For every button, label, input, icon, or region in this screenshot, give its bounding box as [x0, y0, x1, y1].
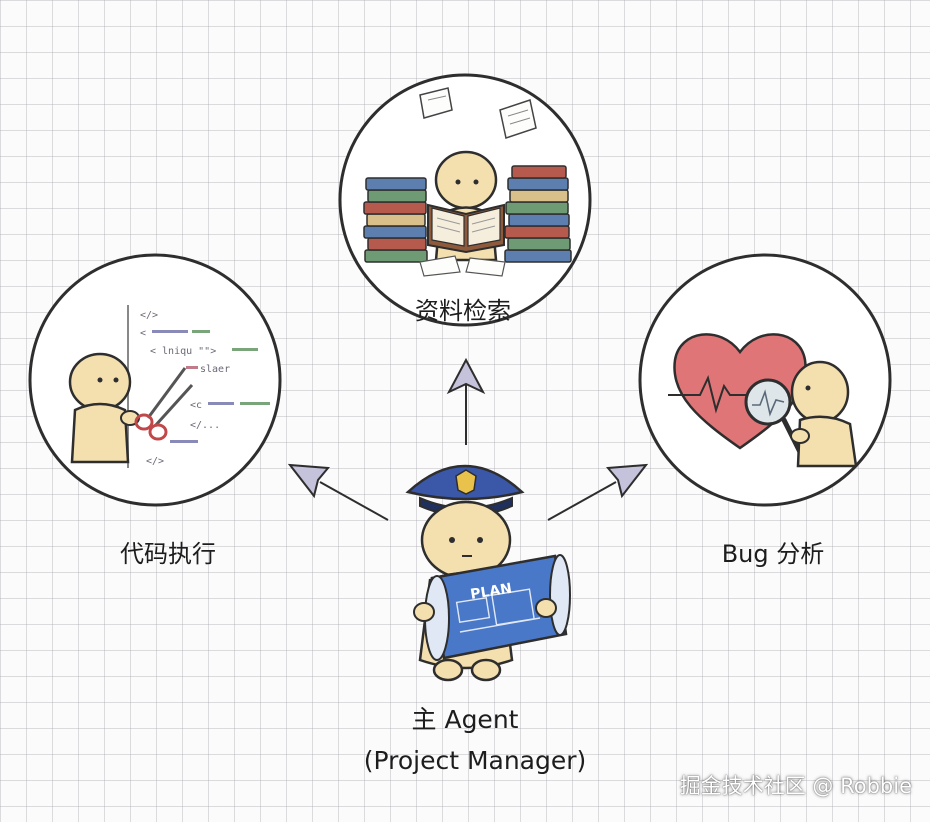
scissors-icon [134, 367, 194, 441]
arrow-to-code [287, 463, 389, 521]
bug-node [638, 253, 892, 507]
main-agent-title: 主 Agent [411, 705, 519, 734]
arrow-to-bug [547, 463, 649, 521]
code-line: < [140, 328, 146, 339]
code-node-label: 代码执行 [120, 540, 216, 568]
reader-character-icon [419, 150, 506, 277]
arrow-to-search [446, 357, 486, 445]
code-line: </> [140, 310, 158, 321]
code-snippet: </> < < lniqu ""> slaer <c </... </> [140, 310, 270, 467]
book-stack-left-icon [363, 177, 428, 263]
code-line: <c [190, 400, 202, 411]
main-agent-role: (Project Manager) [363, 746, 587, 775]
code-line: < lniqu ""> [150, 346, 216, 357]
search-node [338, 73, 592, 327]
analyst-character-icon [790, 360, 858, 468]
code-line: </> [146, 456, 164, 467]
code-line: </... [190, 420, 220, 431]
search-node-label: 资料检索 [415, 297, 511, 325]
book-stack-right-icon [504, 165, 572, 263]
plan-blueprint-icon: PLAN [413, 554, 571, 661]
bug-node-label: Bug 分析 [721, 540, 825, 568]
plan-text: PLAN [469, 581, 513, 603]
code-node: </> < < lniqu ""> slaer <c </... </> [28, 253, 282, 507]
paper-icon [419, 87, 537, 139]
code-line: slaer [200, 364, 230, 375]
coder-character-icon [68, 352, 140, 464]
watermark: 掘金技术社区 @ Robbie [679, 774, 912, 798]
badge-icon [455, 469, 477, 495]
